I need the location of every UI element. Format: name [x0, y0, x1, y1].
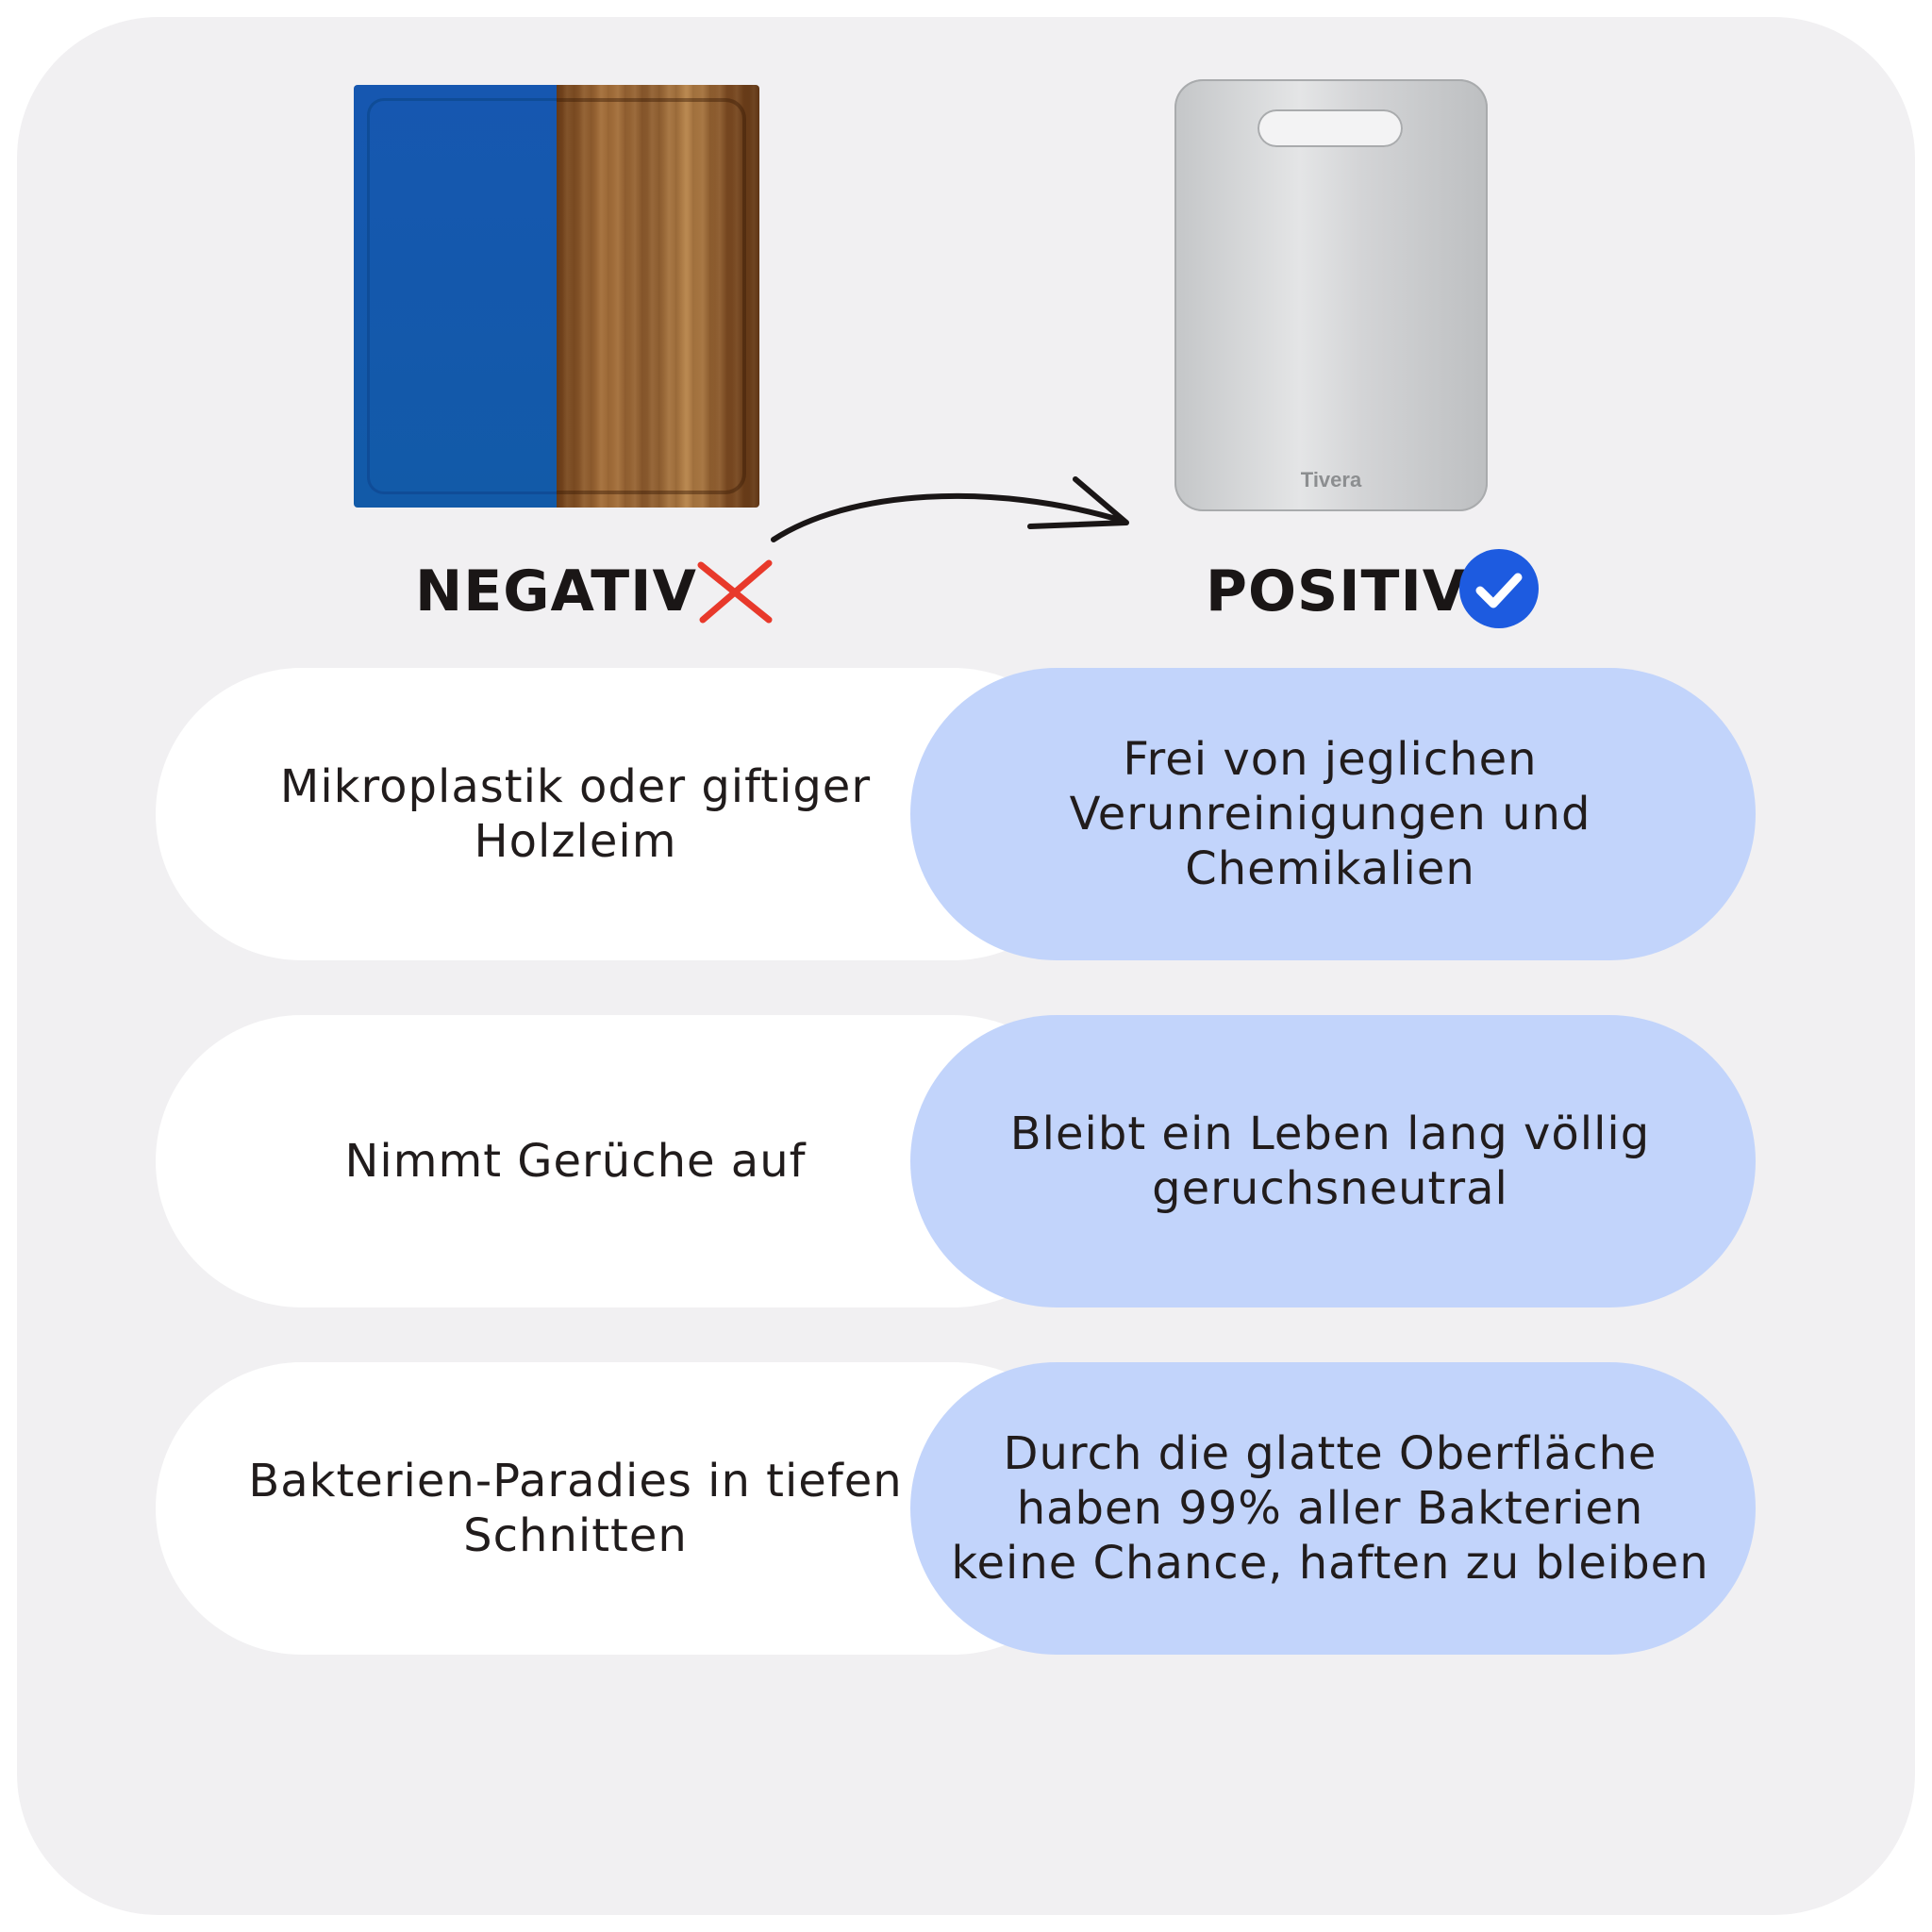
negative-point-text: Mikroplastik oder giftiger Holzleim	[279, 760, 872, 868]
board-brand-logo: Tivera	[1300, 468, 1362, 491]
positive-row: Durch die glatte Oberfläche haben 99% al…	[910, 1362, 1756, 1655]
negative-point-text: Bakterien-Paradies in tiefen Schnitten	[248, 1455, 903, 1562]
positive-point-text: Durch die glatte Oberfläche haben 99% al…	[951, 1427, 1709, 1590]
cross-icon	[697, 559, 773, 624]
plastic-wood-cutting-board-image	[354, 85, 759, 508]
positive-row: Frei von jeglichen Verunreinigungen und …	[910, 668, 1756, 960]
positive-label: POSITIV	[1206, 558, 1468, 625]
positive-row: Bleibt ein Leben lang völlig geruchsneut…	[910, 1015, 1756, 1307]
negative-label: NEGATIV	[415, 558, 697, 625]
wood-board-half	[557, 85, 759, 508]
plastic-board-half	[354, 85, 557, 508]
negative-point-text: Nimmt Gerüche auf	[344, 1135, 807, 1188]
positive-point-text: Frei von jeglichen Verunreinigungen und …	[1069, 733, 1591, 895]
arrow-right-icon	[771, 476, 1129, 542]
positive-point-text: Bleibt ein Leben lang völlig geruchsneut…	[1009, 1108, 1651, 1215]
checkmark-icon	[1459, 549, 1539, 628]
board-handle-hole	[1257, 109, 1403, 147]
steel-cutting-board-image: Tivera	[1174, 79, 1488, 511]
